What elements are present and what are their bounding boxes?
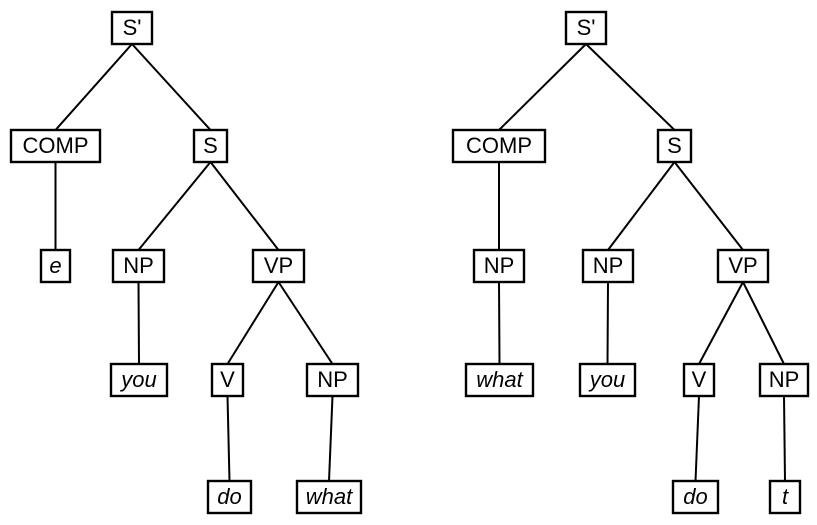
node-label-r-do: do [683, 484, 707, 509]
node-label-r-np2: NP [769, 367, 800, 392]
node-box-r-np2 [758, 362, 810, 398]
tree-nodes-surface-structure: S' COMP S NP NP VP what you V NP do t [451, 10, 810, 515]
tree-node-l-sbar[interactable]: S' [110, 10, 154, 46]
tree-edge-r-np2-to-r-t [783, 395, 786, 482]
node-box-l-sbar [110, 10, 154, 46]
node-label-l-np1: NP [123, 253, 154, 278]
edges-layer [54, 43, 786, 482]
node-box-l-what [295, 479, 363, 515]
node-box-r-you [578, 362, 637, 398]
tree-node-r-what[interactable]: what [464, 362, 535, 398]
node-box-l-s [192, 128, 229, 164]
tree-node-r-comp[interactable]: COMP [451, 128, 547, 164]
tree-node-l-vp[interactable]: VP [251, 248, 306, 284]
tree-node-l-s[interactable]: S [192, 128, 229, 164]
node-box-r-do [671, 479, 720, 515]
node-box-r-s [656, 128, 693, 164]
node-label-r-what: what [476, 367, 523, 392]
tree-node-r-v[interactable]: V [682, 362, 716, 398]
node-label-r-vp: VP [728, 253, 757, 278]
tree-node-r-t[interactable]: t [768, 479, 802, 515]
node-label-l-e: e [49, 253, 61, 278]
tree-node-l-np2[interactable]: NP [305, 362, 360, 398]
tree-edge-l-vp-to-l-v [226, 281, 280, 365]
tree-edges-surface-structure [498, 43, 786, 482]
node-box-l-np2 [305, 362, 360, 398]
node-box-l-v [210, 362, 245, 398]
tree-edge-r-vp-to-r-np2 [742, 281, 785, 365]
tree-edge-l-sbar-to-l-s [131, 43, 212, 131]
node-label-l-comp: COMP [23, 133, 89, 158]
tree-node-l-e[interactable]: e [39, 248, 72, 284]
node-box-r-t [768, 479, 802, 515]
node-box-r-v [682, 362, 716, 398]
tree-edge-r-np1-to-r-you [606, 281, 609, 365]
node-label-r-comp: COMP [466, 133, 532, 158]
tree-edge-l-s-to-l-np1 [137, 161, 212, 251]
node-label-l-s: S [203, 133, 218, 158]
tree-node-r-np1[interactable]: NP [581, 248, 635, 284]
tree-node-r-np0[interactable]: NP [472, 248, 526, 284]
node-box-l-do [206, 479, 253, 515]
node-label-r-sbar: S' [577, 15, 596, 40]
node-box-l-np1 [111, 248, 166, 284]
node-label-l-v: V [220, 367, 235, 392]
node-label-l-sbar: S' [123, 15, 142, 40]
tree-edge-r-vp-to-r-v [698, 281, 744, 365]
node-label-r-np0: NP [484, 253, 515, 278]
tree-node-l-comp[interactable]: COMP [9, 128, 102, 164]
tree-node-l-what[interactable]: what [295, 479, 363, 515]
tree-edge-l-sbar-to-l-comp [54, 43, 133, 131]
node-box-r-vp [716, 248, 770, 284]
node-label-l-np2: NP [317, 367, 348, 392]
node-label-r-you: you [588, 367, 625, 392]
node-box-l-e [39, 248, 72, 284]
tree-node-r-you[interactable]: you [578, 362, 637, 398]
tree-edge-l-np1-to-l-you [137, 281, 140, 365]
tree-edge-l-vp-to-l-np2 [277, 281, 334, 365]
node-box-l-vp [251, 248, 306, 284]
tree-edge-l-v-to-l-do [226, 395, 231, 482]
node-label-l-vp: VP [264, 253, 293, 278]
node-label-r-t: t [782, 484, 789, 509]
tree-edge-r-np0-to-r-what [498, 281, 501, 365]
tree-edge-r-v-to-r-do [694, 395, 700, 482]
node-label-l-you: you [119, 367, 156, 392]
node-box-r-np1 [581, 248, 635, 284]
tree-node-r-sbar[interactable]: S' [564, 10, 608, 46]
tree-node-l-np1[interactable]: NP [111, 248, 166, 284]
tree-edge-r-s-to-r-np1 [607, 161, 676, 251]
node-box-r-np0 [472, 248, 526, 284]
node-box-r-comp [451, 128, 547, 164]
tree-node-r-vp[interactable]: VP [716, 248, 770, 284]
node-label-r-s: S [667, 133, 682, 158]
node-label-l-do: do [217, 484, 241, 509]
node-box-r-what [464, 362, 535, 398]
tree-node-r-np2[interactable]: NP [758, 362, 810, 398]
node-box-l-comp [9, 128, 102, 164]
tree-edge-l-np2-to-l-what [328, 395, 334, 482]
tree-edges-deep-structure [54, 43, 334, 482]
node-box-r-sbar [564, 10, 608, 46]
node-label-r-np1: NP [593, 253, 624, 278]
tree-node-l-you[interactable]: you [109, 362, 169, 398]
node-label-l-what: what [306, 484, 353, 509]
tree-node-r-do[interactable]: do [671, 479, 720, 515]
tree-edge-r-s-to-r-vp [673, 161, 744, 251]
tree-node-l-do[interactable]: do [206, 479, 253, 515]
tree-edge-r-sbar-to-r-comp [498, 43, 587, 131]
tree-node-l-v[interactable]: V [210, 362, 245, 398]
tree-edge-r-sbar-to-r-s [585, 43, 676, 131]
tree-edge-l-s-to-l-vp [209, 161, 280, 251]
node-box-l-you [109, 362, 169, 398]
tree-node-r-s[interactable]: S [656, 128, 693, 164]
node-label-r-v: V [692, 367, 707, 392]
